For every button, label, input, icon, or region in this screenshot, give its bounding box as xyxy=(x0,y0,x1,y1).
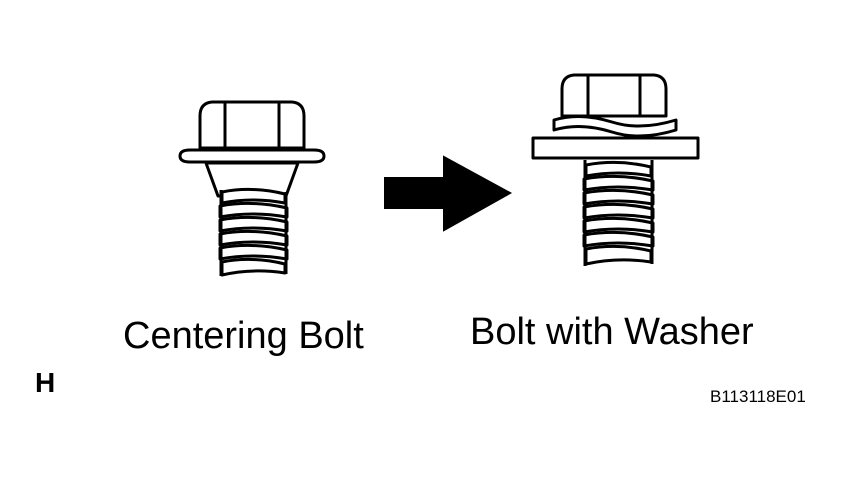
centering-bolt-head xyxy=(198,100,306,150)
centering-bolt-label: Centering Bolt xyxy=(123,315,364,357)
bolt-with-washer-label: Bolt with Washer xyxy=(470,311,754,353)
view-letter: H xyxy=(35,367,56,398)
washer-bolt-head xyxy=(560,73,668,118)
centering-bolt-threads xyxy=(218,187,289,277)
replace-arrow-icon xyxy=(384,155,513,232)
washer-bolt-threads xyxy=(582,160,655,266)
figure-code: B113118E01 xyxy=(710,387,806,406)
centering-bolt-flange xyxy=(178,148,326,164)
bolt-with-washer-illustration xyxy=(531,73,700,266)
centering-bolt-illustration xyxy=(178,100,326,277)
lock-washer xyxy=(552,115,678,138)
flat-washer xyxy=(531,136,700,160)
